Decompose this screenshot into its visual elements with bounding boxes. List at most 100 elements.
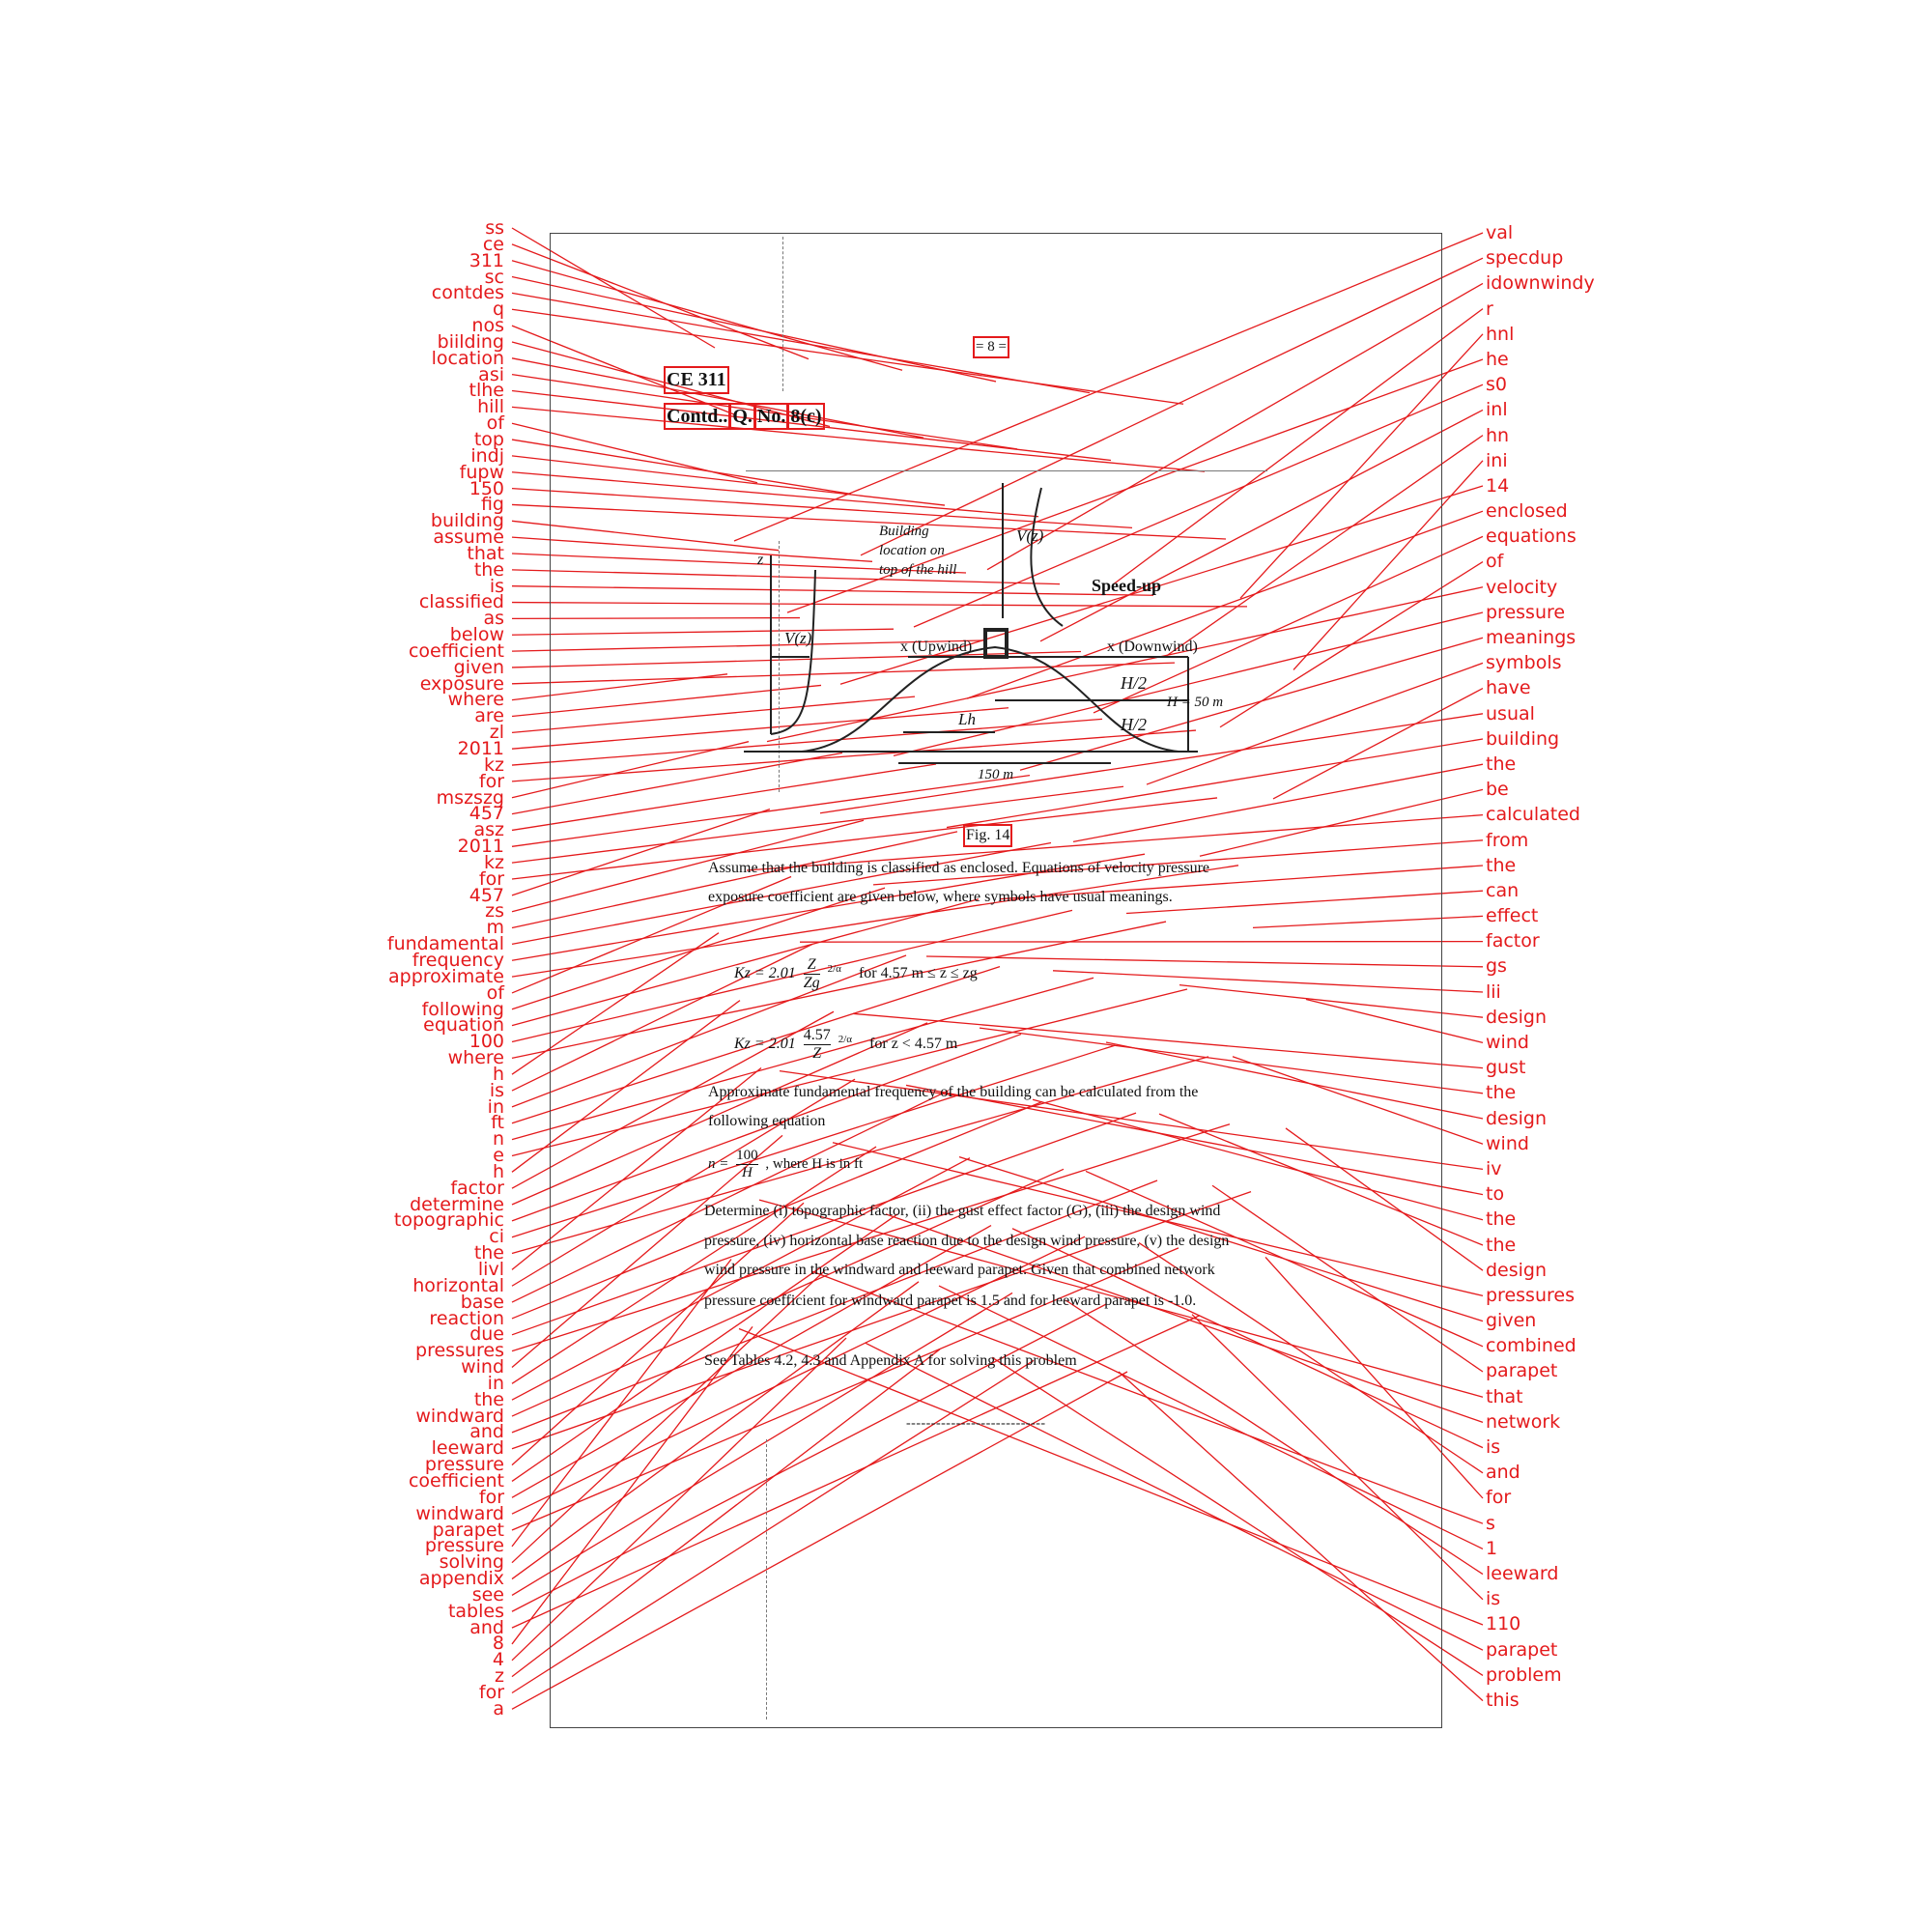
- left-label: coefficient: [408, 1469, 504, 1492]
- right-label: 1: [1486, 1537, 1498, 1559]
- right-label: that: [1486, 1385, 1523, 1407]
- figure-top-rule: [746, 470, 1267, 471]
- z-axis-label: z: [756, 552, 764, 568]
- right-label: wind: [1486, 1132, 1529, 1154]
- speed-up-profile: [1030, 487, 1064, 627]
- scan-fold-line-top: [782, 237, 783, 391]
- scanned-page-frame: [550, 233, 1442, 1728]
- freq-where: , where H is in ft: [765, 1155, 864, 1172]
- eq1-numerator: Z: [803, 956, 820, 975]
- left-label: and: [469, 1616, 504, 1638]
- left-label: kz: [484, 851, 504, 873]
- building-location-line2: location on: [879, 543, 945, 558]
- speedup-vz-label: V(z): [1016, 526, 1044, 545]
- scan-fold-line-bottom: [766, 1439, 767, 1719]
- right-label: 110: [1486, 1613, 1521, 1635]
- left-label: asi: [478, 363, 504, 385]
- hill-height-label: H = 50 m: [1166, 695, 1223, 710]
- left-label: for: [478, 867, 504, 890]
- left-label: solving: [439, 1551, 504, 1574]
- eq1-exponent: 2/α: [827, 962, 841, 975]
- speed-up-label: Speed-up: [1092, 576, 1161, 595]
- left-label: ss: [485, 217, 504, 239]
- left-label: 100: [469, 1031, 504, 1053]
- left-label: leeward: [431, 1437, 504, 1460]
- right-label: iv: [1486, 1157, 1502, 1179]
- right-label: symbols: [1486, 652, 1562, 674]
- left-label: frequency: [412, 949, 504, 971]
- right-label: hnl: [1486, 323, 1515, 345]
- left-label: hill: [477, 396, 504, 418]
- left-label: livl: [477, 1259, 504, 1280]
- left-label: location: [431, 347, 504, 369]
- left-label: topographic: [393, 1209, 504, 1232]
- left-label: fundamental: [386, 933, 504, 955]
- para2-line1: Approximate fundamental frequency of the…: [708, 1084, 1199, 1100]
- left-label: where: [447, 689, 504, 711]
- eq2-numerator: 4.57: [803, 1027, 831, 1045]
- right-label: meanings: [1486, 627, 1577, 648]
- left-label: sc: [484, 266, 504, 288]
- left-label: the: [473, 1242, 504, 1264]
- left-label: h: [492, 1160, 504, 1182]
- half-height-label-top: H/2: [1120, 673, 1147, 693]
- left-label: n: [492, 1128, 504, 1151]
- left-label: a: [493, 1697, 504, 1719]
- left-label: indj: [470, 444, 504, 467]
- left-label: the: [473, 1388, 504, 1410]
- para3-line3: wind pressure in the windward and leewar…: [704, 1262, 1215, 1278]
- right-label: s0: [1486, 374, 1507, 396]
- question-number: 8(c): [787, 403, 825, 430]
- left-label: kz: [484, 753, 504, 776]
- right-label: idownwindy: [1486, 272, 1595, 295]
- right-label: parapet: [1486, 1638, 1558, 1661]
- freq-denominator: H: [741, 1165, 753, 1180]
- para3-line4: pressure coefficient for windward parape…: [704, 1293, 1197, 1309]
- frequency-equation: n = 100 H , where H is in ft: [708, 1148, 863, 1181]
- left-label: and: [469, 1421, 504, 1443]
- left-label: classified: [418, 591, 504, 613]
- para1-line1: Assume that the building is classified a…: [708, 860, 1209, 876]
- left-label: fupw: [459, 461, 504, 483]
- left-label: nos: [471, 315, 504, 337]
- right-label: design: [1486, 1107, 1548, 1129]
- right-label: specdup: [1486, 247, 1564, 270]
- lh-label: Lh: [957, 710, 976, 728]
- left-label: windward: [415, 1405, 504, 1427]
- left-label: approximate: [387, 965, 504, 987]
- left-label: 457: [469, 884, 504, 906]
- eq2-denominator: Z: [812, 1045, 822, 1062]
- right-label: the: [1486, 854, 1517, 876]
- eq1-condition: for 4.57 m ≤ z ≤ zg: [858, 965, 978, 982]
- left-label: ce: [482, 233, 504, 255]
- left-label: wind: [461, 1356, 504, 1378]
- left-label: of: [486, 981, 504, 1004]
- right-label: pressure: [1486, 601, 1566, 623]
- upwind-label: x (Upwind): [900, 639, 972, 655]
- left-label: 311: [469, 249, 504, 271]
- left-label: pressure: [424, 1535, 504, 1557]
- right-label: design: [1486, 1006, 1548, 1028]
- right-label: have: [1486, 677, 1531, 699]
- right-label: is: [1486, 1588, 1501, 1610]
- eq2-lhs: Kz = 2.01: [734, 1036, 796, 1053]
- left-label: asz: [473, 819, 504, 841]
- left-label: m: [486, 917, 504, 939]
- left-label: due: [469, 1323, 504, 1346]
- left-label: contdes: [431, 282, 504, 304]
- page-number: = 8 =: [973, 336, 1009, 358]
- right-label: is: [1486, 1436, 1501, 1458]
- right-label: building: [1486, 727, 1560, 750]
- right-label: ini: [1486, 449, 1508, 471]
- scan-fold-line-mid: [779, 541, 780, 792]
- left-label: are: [474, 705, 504, 727]
- left-label: mszszg: [436, 786, 504, 809]
- left-label: factor: [450, 1177, 504, 1199]
- building-location-line3: top of the hill: [879, 562, 956, 578]
- no-label: No.: [753, 403, 789, 430]
- right-label: s: [1486, 1512, 1495, 1534]
- left-label: horizontal: [412, 1274, 504, 1296]
- left-label: zs: [485, 900, 504, 923]
- left-label: of: [486, 412, 504, 435]
- left-label: 2011: [457, 836, 504, 858]
